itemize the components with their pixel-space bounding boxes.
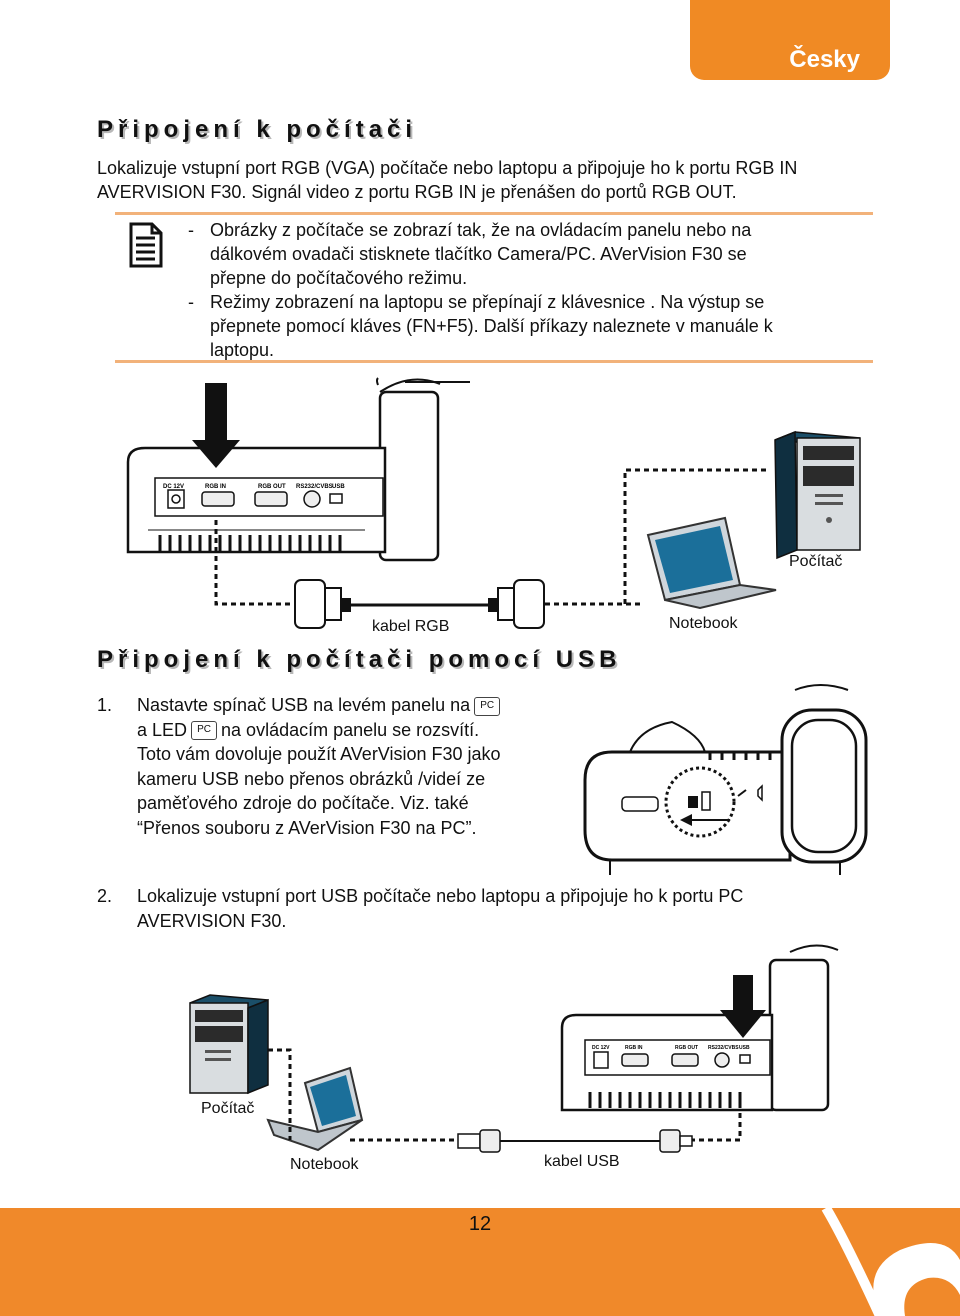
step-2-text: Lokalizuje vstupní port USB počítače neb… [137, 884, 897, 933]
intro-line-1: Lokalizuje vstupní port RGB (VGA) počíta… [97, 158, 798, 178]
computer-tower-illustration [189, 994, 269, 1095]
computer-tower-illustration [774, 430, 861, 560]
diagram-label-notebook: Notebook [669, 615, 738, 632]
pc-led-icon: PC [191, 721, 218, 741]
note-line: přepne do počítačového režimu. [210, 268, 468, 288]
down-arrow-icon [192, 383, 240, 468]
step-2-line-2: AVERVISION F30. [137, 910, 287, 931]
step-1-number: 1. [97, 695, 113, 715]
note-line: přepnete pomocí kláves (FN+F5). Další př… [210, 316, 773, 336]
step-1-line-2-text-a: a LED [137, 719, 188, 740]
note-bullet: - [188, 292, 194, 312]
down-arrow-icon [720, 975, 766, 1038]
port-label: RS232/CVBS [296, 484, 333, 490]
intro-line-2: AVERVISION F30. Signál video z portu RGB… [97, 182, 737, 202]
step-1-line-4: kameru USB nebo přenos obrázků /videí ze [137, 768, 486, 789]
note-item: - Režimy zobrazení na laptopu se přepína… [188, 290, 868, 362]
notebook-illustration [266, 1066, 364, 1152]
section-heading-pc-connection: Připojení k počítači [97, 116, 418, 143]
port-label: USB [739, 1045, 750, 1051]
note-list: - Obrázky z počítače se zobrazí tak, že … [188, 218, 868, 362]
language-tab: Česky [690, 0, 890, 80]
note-bottom-rule [115, 360, 873, 363]
diagram-label-notebook-usb: Notebook [290, 1156, 359, 1173]
note-line: laptopu. [210, 340, 275, 360]
note-item: - Obrázky z počítače se zobrazí tak, že … [188, 218, 868, 290]
port-label: DC 12V [592, 1045, 610, 1051]
port-label: USB [332, 484, 345, 490]
step-1-line-1-text: Nastavte spínač USB na levém panelu na [137, 695, 471, 715]
note-line: dálkovém ovadači stisknete tlačítko Came… [210, 244, 747, 264]
step-2-number: 2. [97, 886, 113, 906]
note-line: Obrázky z počítače se zobrazí tak, že na… [210, 220, 752, 240]
document-camera-rear-illustration [560, 944, 839, 1112]
diagram-label-computer-usb: Počítač [201, 1100, 255, 1117]
port-label: RGB IN [625, 1045, 643, 1051]
diagram-label-usb-cable: kabel USB [544, 1153, 620, 1170]
port-label: DC 12V [163, 484, 184, 490]
note-top-rule [115, 212, 873, 215]
step-2-line-1: Lokalizuje vstupní port USB počítače neb… [137, 886, 744, 906]
note-bullet: - [188, 220, 194, 240]
step-1-line-2-text-b: na ovládacím panelu se rozsvítí. [221, 719, 480, 740]
pc-mode-switch-icon: PC [474, 696, 501, 716]
document-camera-rear-illustration [126, 377, 470, 562]
page-number: 12 [468, 1213, 492, 1235]
section-heading-usb-connection: Připojení k počítači pomocí USB [97, 646, 622, 673]
notebook-illustration [646, 516, 777, 610]
port-label: RGB IN [205, 484, 226, 490]
step-1-line-3: Toto vám dovoluje použít AVerVision F30 … [137, 744, 501, 764]
port-label: RGB OUT [258, 484, 286, 490]
note-line: Režimy zobrazení na laptopu se přepínají… [210, 292, 765, 312]
port-label: RGB OUT [675, 1045, 698, 1051]
diagram-label-computer: Počítač [789, 553, 843, 570]
rgb-cable-illustration [294, 579, 545, 629]
note-icon [128, 222, 164, 268]
port-label: RS232/CVBS [708, 1045, 739, 1051]
step-1-line-5: paměťového zdroje do počítače. Viz. také [137, 793, 469, 813]
footer-band [0, 1208, 960, 1316]
usb-cable-illustration [457, 1129, 693, 1153]
language-tab-label: Česky [789, 46, 860, 73]
step-1-line-6: “Přenos souboru z AVerVision F30 na PC”. [137, 817, 477, 838]
diagram-label-rgb-cable: kabel RGB [372, 618, 450, 635]
